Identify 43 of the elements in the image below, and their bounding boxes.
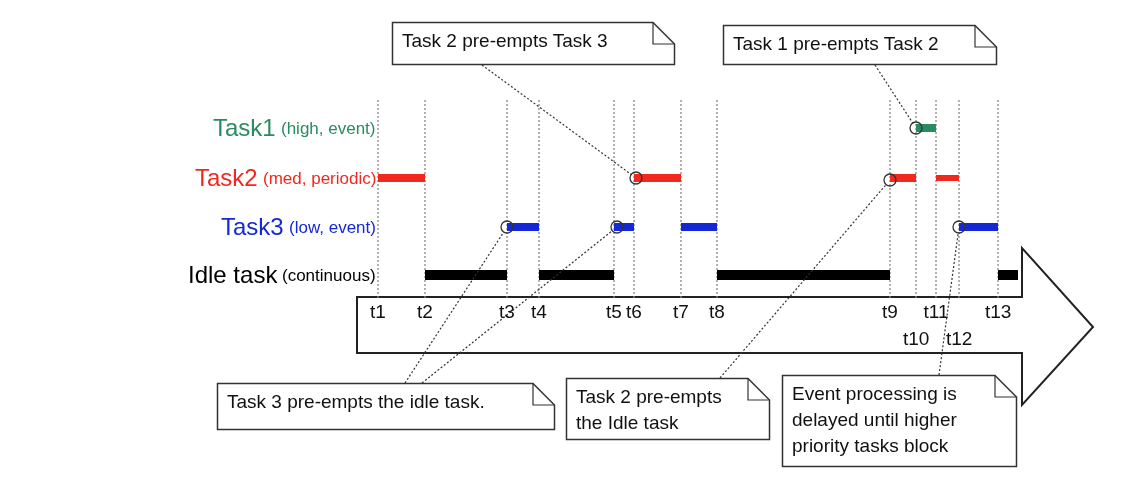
note-text: Task 2 pre-empts Task 3 — [402, 29, 609, 53]
time-tick-label: t3 — [499, 302, 515, 321]
time-tick-label: t8 — [709, 302, 725, 321]
task-name-label: Task1 — [213, 116, 276, 140]
preemption-marker — [500, 220, 514, 234]
callout-note — [392, 22, 675, 65]
task-name-label: Idle task — [188, 263, 278, 287]
task-name-label: Task2 — [195, 166, 258, 190]
preemption-marker — [909, 121, 923, 135]
task-priority-label: (continuous) — [282, 266, 376, 284]
callout-note — [782, 375, 1017, 467]
task-priority-label: (med, periodic) — [263, 169, 377, 187]
task-name-label: Task3 — [221, 215, 284, 239]
time-tick-label: t13 — [985, 302, 1012, 321]
preemption-marker — [952, 220, 966, 234]
leader-line — [404, 231, 505, 384]
leader-line — [938, 232, 959, 376]
leader-line — [719, 183, 887, 379]
task-priority-label: (low, event) — [289, 218, 376, 236]
callout-note — [723, 25, 997, 65]
note-text: Event processing is delayed until higher priority tasks block — [792, 382, 958, 458]
time-tick-label: t11 — [923, 302, 949, 321]
callout-note — [566, 378, 770, 440]
time-tick-label: t9 — [882, 302, 898, 321]
preemption-marker — [629, 171, 643, 185]
task-priority-label: (high, event) — [281, 119, 376, 137]
leader-line — [874, 64, 914, 124]
time-tick-label: t1 — [370, 302, 386, 321]
leader-line — [421, 230, 613, 384]
leader-line — [481, 64, 632, 176]
preemption-marker — [610, 220, 624, 234]
time-tick-label: t4 — [531, 302, 547, 321]
time-tick-label: t5 — [606, 302, 622, 321]
note-text: Task 2 pre-empts the Idle task — [576, 385, 723, 435]
note-text: Task 3 pre-empts the idle task. — [227, 390, 486, 414]
time-tick-label: t7 — [673, 302, 689, 321]
note-text: Task 1 pre-empts Task 2 — [733, 32, 940, 56]
time-tick-label: t2 — [417, 302, 433, 321]
time-tick-label: t12 — [946, 329, 973, 348]
preemption-marker — [883, 173, 897, 187]
time-tick-label: t6 — [626, 302, 642, 321]
time-tick-label: t10 — [903, 329, 930, 348]
callout-note — [217, 383, 555, 430]
